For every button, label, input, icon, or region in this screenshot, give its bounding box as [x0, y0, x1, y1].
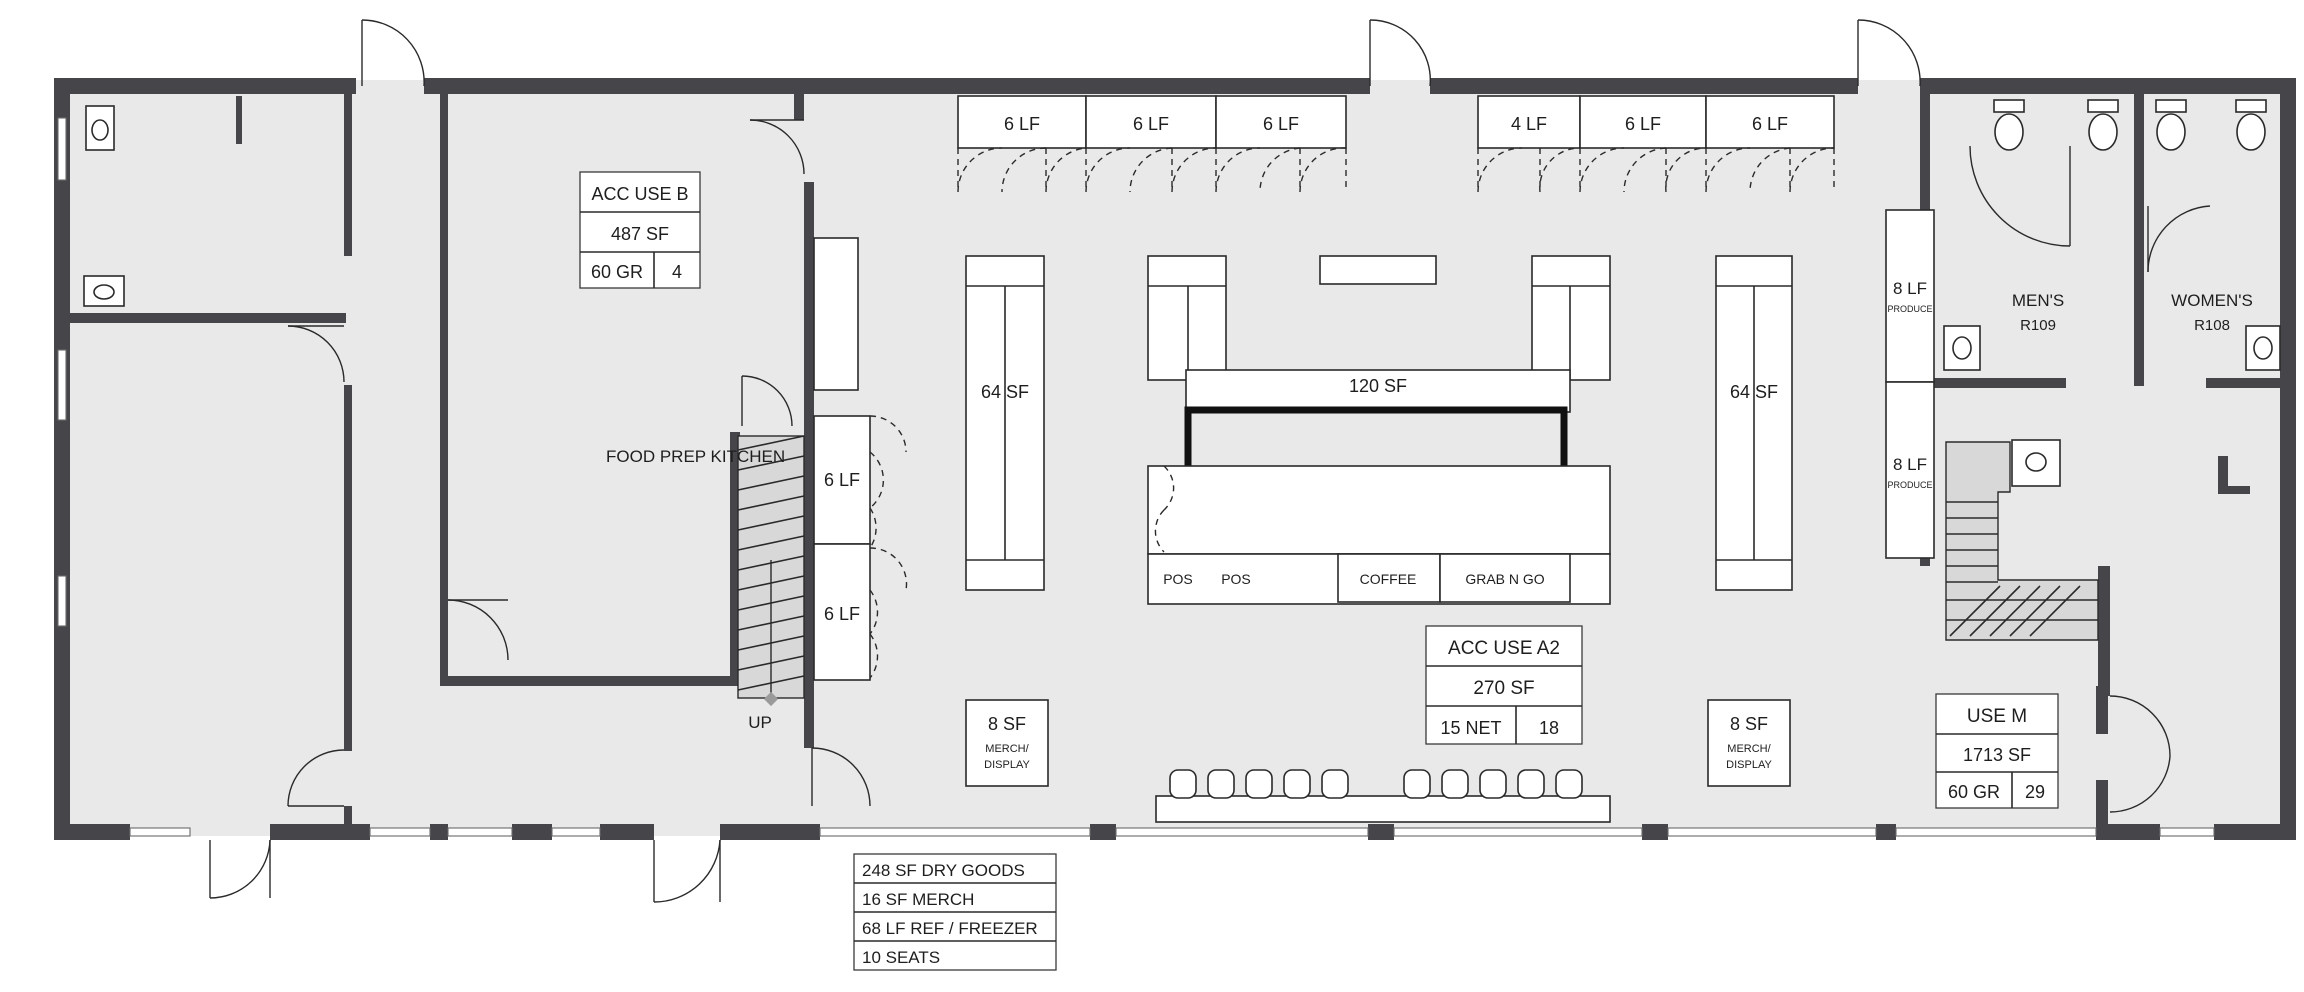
kitchen-counter [813, 237, 859, 391]
pos-label: POS [1221, 571, 1251, 587]
case-label: 6 LF [1752, 114, 1788, 134]
tag-load-a: 60 GR [1948, 782, 2000, 802]
window-seating [1155, 769, 1611, 823]
stair-up [737, 435, 805, 707]
produce-label: PRODUCE [1887, 304, 1932, 314]
restroom-stair [1945, 441, 2099, 641]
produce-label: PRODUCE [1887, 480, 1932, 490]
counter-area: 120 SF [1349, 376, 1407, 396]
produce-size: 8 LF [1893, 279, 1927, 298]
gondola-right [1715, 255, 1793, 591]
left-cooler-cases [813, 415, 908, 681]
tag-title: USE M [1967, 706, 2027, 727]
cooler-case [813, 543, 871, 681]
merch-label: MERCH/ [985, 743, 1029, 755]
tag-acc-use-b [579, 171, 701, 289]
cooler-case [1705, 95, 1835, 149]
top-cooler-cases [957, 95, 1835, 193]
merch-label: DISPLAY [984, 759, 1030, 771]
cooler-case [957, 95, 1087, 149]
tag-load-b: 29 [2025, 782, 2045, 802]
room-label-food-prep: FOOD PREP KITCHEN [606, 447, 785, 466]
tag-load-b: 4 [672, 262, 682, 282]
merch-size: 8 SF [1730, 714, 1768, 734]
summary-row: 68 LF REF / FREEZER [862, 919, 1038, 938]
tag-title: ACC USE B [591, 184, 688, 204]
pos-label: POS [1163, 571, 1193, 587]
case-label: 4 LF [1511, 114, 1547, 134]
cooler-case [1579, 95, 1707, 149]
tag-acc-use-a2 [1425, 625, 1583, 745]
tag-area: 487 SF [611, 224, 669, 244]
produce-case [1885, 381, 1935, 559]
tag-load-b: 18 [1539, 718, 1559, 738]
summary-row: 10 SEATS [862, 948, 940, 967]
restroom-fixtures [1943, 99, 2281, 487]
merch-display [1707, 699, 1791, 787]
tag-load-a: 15 NET [1440, 718, 1501, 738]
case-label: 6 LF [824, 604, 860, 624]
grab-n-go-label: GRAB N GO [1465, 571, 1544, 587]
merch-display [965, 699, 1049, 787]
case-label: 6 LF [824, 470, 860, 490]
sink-fixture [83, 275, 125, 307]
produce-size: 8 LF [1893, 455, 1927, 474]
gondola-area: 64 SF [981, 382, 1029, 402]
room-label-mens: MEN'S [2012, 291, 2064, 310]
room-number-mens: R109 [2020, 317, 2056, 334]
cooler-case [1085, 95, 1217, 149]
coffee-label: COFFEE [1360, 571, 1417, 587]
room-label-womens: WOMEN'S [2171, 291, 2253, 310]
cooler-case [1477, 95, 1581, 149]
room-number-womens: R108 [2194, 317, 2230, 334]
gondola-left [965, 255, 1045, 591]
case-label: 6 LF [1004, 114, 1040, 134]
labels: FOOD PREP KITCHEN UP MEN'S R109 WOMEN'S … [591, 114, 2253, 967]
summary-row: 248 SF DRY GOODS [862, 861, 1025, 880]
tag-area: 270 SF [1473, 678, 1534, 699]
stair-up-label: UP [748, 713, 772, 732]
case-label: 6 LF [1133, 114, 1169, 134]
summary-row: 16 SF MERCH [862, 890, 974, 909]
merch-size: 8 SF [988, 714, 1026, 734]
gondola-area: 64 SF [1730, 382, 1778, 402]
case-label: 6 LF [1625, 114, 1661, 134]
cooler-case [1215, 95, 1347, 149]
doors [209, 19, 2211, 903]
tag-use-m [1935, 693, 2059, 809]
merch-label: MERCH/ [1727, 743, 1771, 755]
storefront-glazing [57, 117, 2215, 837]
merch-label: DISPLAY [1726, 759, 1772, 771]
center-counter [1147, 255, 1611, 605]
case-label: 6 LF [1263, 114, 1299, 134]
sink-fixture [85, 105, 115, 151]
tag-area: 1713 SF [1963, 745, 2031, 765]
exterior-walls [54, 78, 2296, 840]
tag-load-a: 60 GR [591, 262, 643, 282]
summary-table-frame [853, 853, 1057, 971]
tag-title: ACC USE A2 [1448, 638, 1560, 659]
